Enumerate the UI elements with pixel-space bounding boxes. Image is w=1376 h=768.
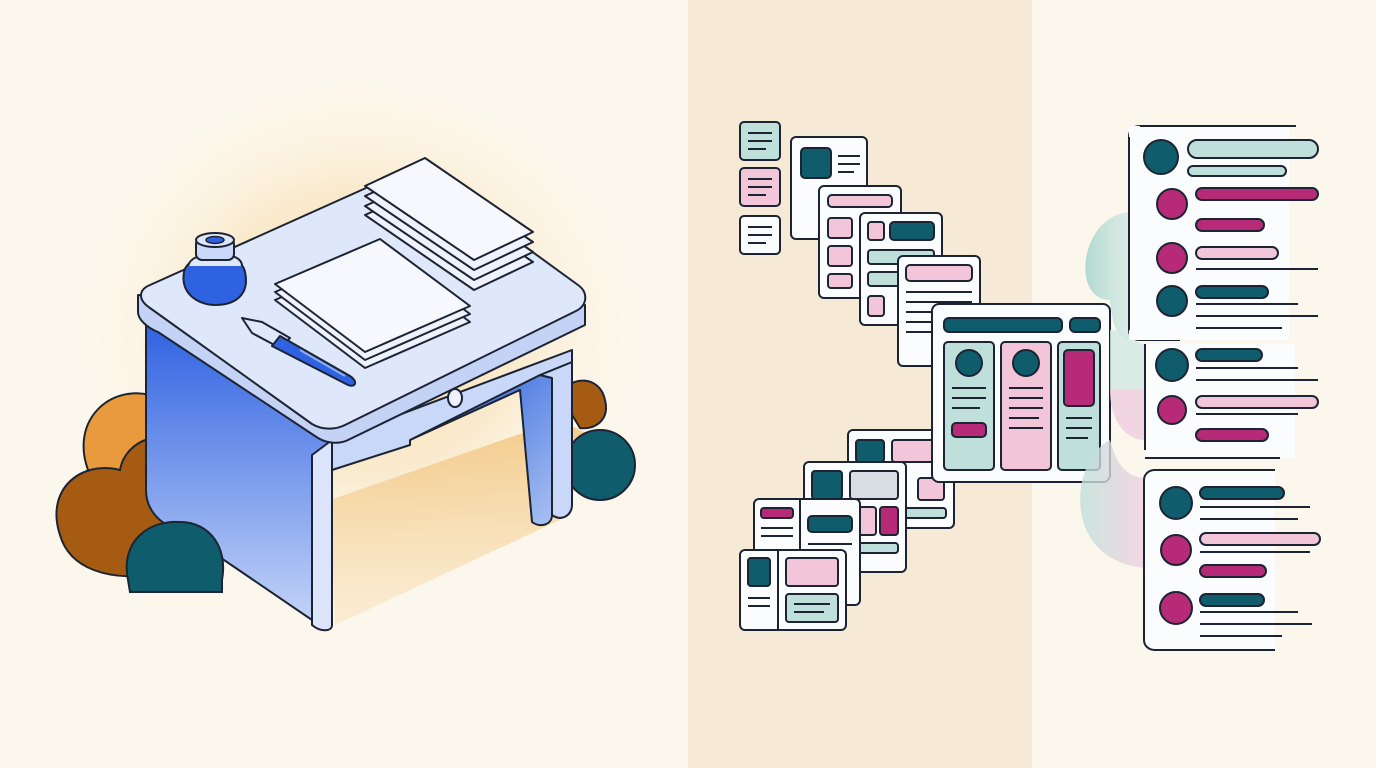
chip-pink [739, 167, 781, 207]
ribbon-top [1085, 212, 1130, 340]
list-panel-2 [1144, 344, 1319, 459]
bush-teal-right [564, 429, 636, 501]
paper-stack-icon [364, 157, 534, 291]
ribbon-middle [1110, 390, 1145, 440]
list-row [1155, 348, 1318, 382]
list-row [1159, 591, 1312, 637]
desk-right-panel [331, 349, 573, 471]
list-row [1159, 486, 1310, 520]
list-row [1143, 139, 1319, 177]
notepad-icon [274, 238, 471, 369]
fountain-pen-icon [241, 317, 356, 387]
list-row [1156, 187, 1319, 232]
list-panel-1 [1128, 125, 1319, 341]
list-panel-3 [1143, 469, 1321, 651]
ribbon-lower [1080, 440, 1145, 568]
list-panels [1128, 125, 1321, 651]
chip-teal [739, 121, 781, 161]
desk-leg-back-side [539, 361, 573, 519]
desk-right-leg [311, 438, 333, 632]
desk-drawer-knob-icon [447, 388, 463, 408]
bush-teal-front [125, 520, 225, 593]
inkwell-icon [182, 232, 247, 307]
hub-card [931, 303, 1111, 483]
list-row [1160, 532, 1321, 578]
list-row [1157, 395, 1319, 442]
chip-white [739, 215, 781, 255]
desk-illustration [55, 70, 650, 632]
list-row [1156, 285, 1318, 329]
card-cascade [739, 121, 1111, 631]
ribbon-link [1110, 330, 1145, 390]
connection-ribbons [1080, 212, 1145, 568]
list-row [1156, 242, 1318, 274]
card-lower-4 [739, 549, 847, 631]
